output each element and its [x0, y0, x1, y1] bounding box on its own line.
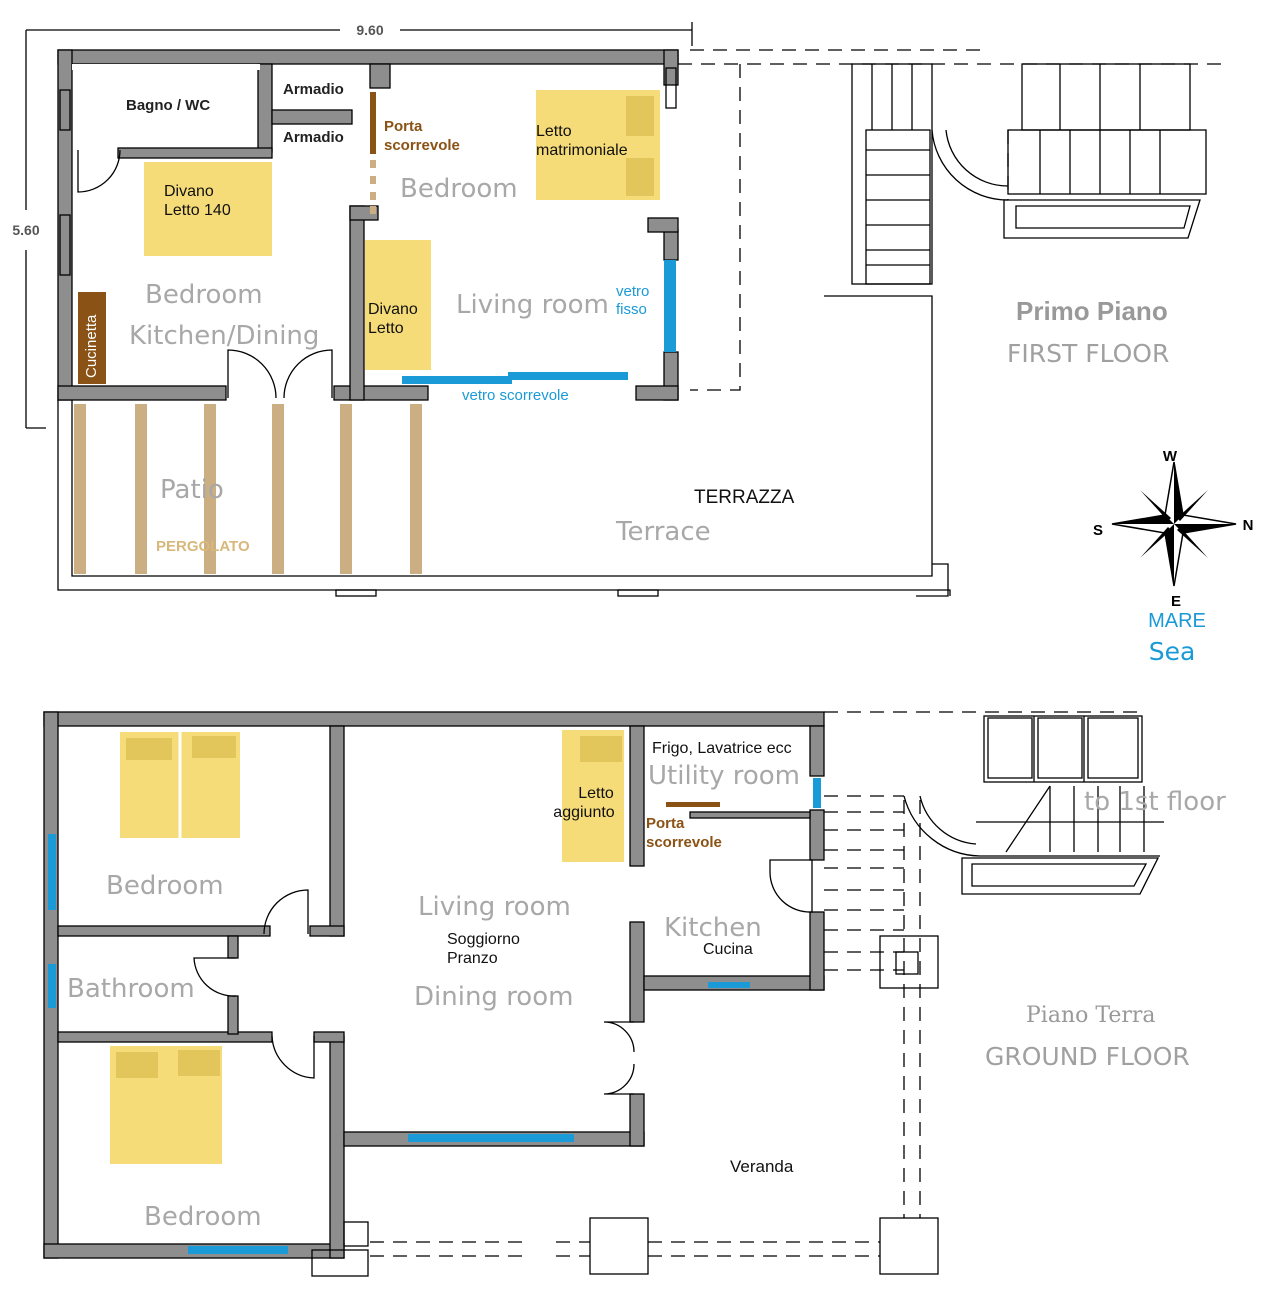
label-patio: Patio: [160, 475, 224, 505]
sliding-glass-2: [508, 372, 628, 380]
label-matrimoniale: matrimoniale: [536, 142, 628, 159]
door-patio-right: [283, 349, 333, 399]
kitchenette: [78, 292, 106, 384]
window-left-2: [59, 214, 71, 276]
label-letto: Letto: [536, 123, 572, 140]
window-left-1: [59, 89, 71, 131]
label-porta-1: Porta: [384, 118, 423, 135]
window-living: [408, 1134, 574, 1142]
label-to-first-floor: to 1st floor: [1084, 787, 1226, 817]
label-scorrevole-gf: scorrevole: [646, 834, 722, 851]
label-gf-bedroom-bottom: Bedroom: [144, 1202, 262, 1232]
label-utility-room: Utility room: [648, 761, 800, 791]
label-cucina: Cucina: [703, 941, 753, 958]
label-sea: Sea: [1149, 637, 1196, 666]
label-bagno-wc: Bagno / WC: [126, 97, 210, 114]
compass-w: W: [1163, 448, 1178, 465]
window-right: [665, 67, 677, 109]
door-bathroom-gf: [193, 957, 237, 997]
window-utility: [813, 778, 821, 808]
dimension-height: 5.60: [12, 222, 39, 238]
label-kitchen-dining: Kitchen/Dining: [129, 321, 319, 351]
door-patio-left: [227, 349, 277, 399]
label-fisso: fisso: [616, 301, 647, 318]
title-first-floor: FIRST FLOOR: [1007, 339, 1169, 368]
title-primo-piano: Primo Piano: [1016, 296, 1168, 326]
first-floor-walls: [57, 49, 679, 401]
veranda-outline: [311, 711, 1146, 1277]
door-veranda-1: [603, 1021, 635, 1053]
label-divano-140: Divano: [164, 183, 214, 200]
label-letto-140: Letto 140: [164, 202, 231, 219]
ground-floor-stairs: [903, 715, 1164, 895]
window-bathroom: [48, 964, 56, 1008]
label-letto-gf: Letto: [578, 785, 614, 802]
title-ground-floor: GROUND FLOOR: [985, 1042, 1190, 1071]
label-bedroom-right: Bedroom: [400, 174, 518, 204]
label-terrazza: TERRAZZA: [694, 487, 795, 508]
door-kitchen: [769, 859, 813, 913]
label-scorrevole-1: scorrevole: [384, 137, 460, 154]
label-porta-gf: Porta: [646, 815, 685, 832]
label-divano-letto: Letto: [368, 320, 404, 337]
label-armadio-1: Armadio: [283, 81, 344, 98]
window-bedroom-top: [48, 834, 56, 910]
door-bedroom-bottom: [271, 1035, 315, 1079]
label-frigo: Frigo, Lavatrice ecc: [652, 740, 792, 757]
label-pranzo: Pranzo: [447, 950, 498, 967]
label-kitchen: Kitchen: [664, 913, 762, 943]
door-bathroom: [77, 149, 121, 193]
door-bedroom-top: [263, 889, 309, 935]
sliding-door: [370, 92, 376, 154]
compass-rose: W S N E MARE Sea: [1093, 448, 1253, 666]
label-mare: MARE: [1148, 610, 1206, 632]
label-cucinetta: Cucinetta: [83, 314, 100, 378]
compass-n: N: [1243, 517, 1254, 534]
label-bedroom-left: Bedroom: [145, 280, 263, 310]
label-gf-bedroom-top: Bedroom: [106, 871, 224, 901]
sofa-bed-140: [144, 162, 272, 256]
compass-e: E: [1171, 593, 1181, 610]
label-terrace: Terrace: [615, 517, 711, 547]
label-dining-room: Dining room: [414, 982, 573, 1012]
label-gf-bathroom: Bathroom: [67, 974, 195, 1004]
label-armadio-2: Armadio: [283, 129, 344, 146]
label-pergolato: PERGOLATO: [156, 538, 250, 555]
sliding-glass-1: [402, 376, 512, 384]
window-kitchen: [708, 982, 750, 988]
title-piano-terra: Piano Terra: [1026, 1003, 1156, 1028]
label-vetro: vetro: [616, 283, 649, 300]
fixed-glass: [664, 260, 676, 352]
label-divano: Divano: [368, 301, 418, 318]
label-veranda: Veranda: [730, 1157, 794, 1176]
dimension-lines: 9.60 5.60: [12, 22, 693, 429]
door-veranda-2: [603, 1063, 635, 1095]
dimension-width: 9.60: [356, 22, 383, 38]
pergola-poles: [74, 404, 422, 574]
label-living-room: Living room: [456, 290, 609, 320]
sofa-bed: [365, 240, 431, 370]
first-floor-plan: 9.60 5.60: [12, 22, 1222, 597]
window-bedroom-bottom: [188, 1246, 288, 1254]
ground-floor-plan: Bedroom Bathroom Bedroom Letto aggiunto …: [43, 711, 1226, 1277]
compass-s: S: [1093, 522, 1103, 539]
first-floor-stairs: [851, 63, 1207, 285]
label-soggiorno: Soggiorno: [447, 931, 520, 948]
label-gf-living-room: Living room: [418, 892, 571, 922]
label-vetro-scorrevole: vetro scorrevole: [462, 387, 569, 404]
sliding-door-gf: [666, 802, 720, 807]
label-aggiunto: aggiunto: [553, 804, 614, 821]
